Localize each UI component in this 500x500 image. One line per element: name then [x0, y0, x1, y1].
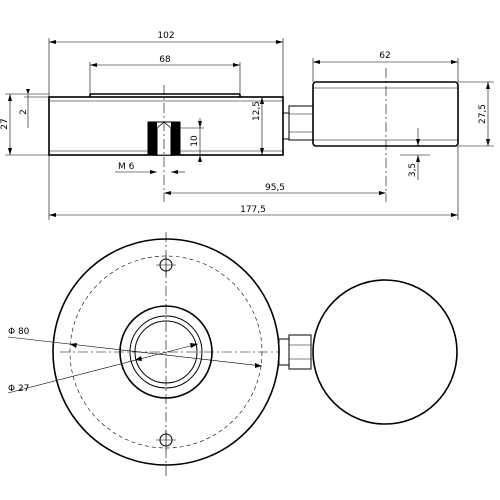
- dim-thread-short: 10: [180, 118, 204, 162]
- dim-label-2: 2: [19, 109, 29, 115]
- dim-label-10: 10: [190, 135, 200, 147]
- dim-label-12-5: 12,5: [252, 101, 262, 121]
- dim-outer-diameter: Φ 80: [7, 327, 263, 368]
- top-connector-nut: [288, 334, 312, 370]
- top-view: Φ 80 Φ 27: [7, 232, 458, 478]
- dim-label-27-5: 27,5: [478, 104, 488, 124]
- dim-top-recess: 68: [89, 55, 241, 94]
- side-unit-circle: [312, 279, 458, 425]
- dim-overall-length: 177,5: [48, 146, 459, 220]
- connector-nut: [288, 105, 314, 141]
- dim-label-outer-diameter: Φ 80: [8, 327, 30, 337]
- dim-label-27: 27: [0, 118, 10, 129]
- dim-label-3-5: 3,5: [408, 163, 418, 177]
- dim-recess-depth: 2: [19, 89, 49, 128]
- inner-ring-middle: [129, 315, 203, 389]
- dim-height-total: 27: [0, 93, 49, 156]
- connector-neck: [282, 112, 290, 140]
- dim-total-width: 102: [48, 31, 284, 97]
- dim-label-68: 68: [159, 55, 171, 65]
- dim-center-to-unit: 95,5: [164, 183, 386, 195]
- dim-side-unit-width: 62: [312, 51, 459, 82]
- dim-label-102: 102: [157, 31, 174, 41]
- dim-thread-depth: 12,5: [252, 97, 264, 155]
- dim-unit-height: 27,5: [458, 81, 494, 147]
- threaded-hole: [147, 121, 181, 156]
- dim-label-62: 62: [379, 51, 390, 61]
- side-unit-outline: [312, 81, 459, 147]
- dim-label-177-5: 177,5: [240, 205, 266, 215]
- top-connector-neck: [278, 338, 290, 366]
- dim-label-m6: M 6: [118, 162, 135, 172]
- dim-thread-label: M 6: [115, 162, 185, 174]
- dim-label-95-5: 95,5: [265, 183, 285, 193]
- dim-label-inner-diameter: Φ 27: [8, 384, 29, 394]
- dim-inner-diameter: Φ 27: [7, 343, 199, 394]
- side-view: 102 68 62 27: [0, 31, 494, 220]
- dim-unit-offset: 3,5: [400, 128, 430, 180]
